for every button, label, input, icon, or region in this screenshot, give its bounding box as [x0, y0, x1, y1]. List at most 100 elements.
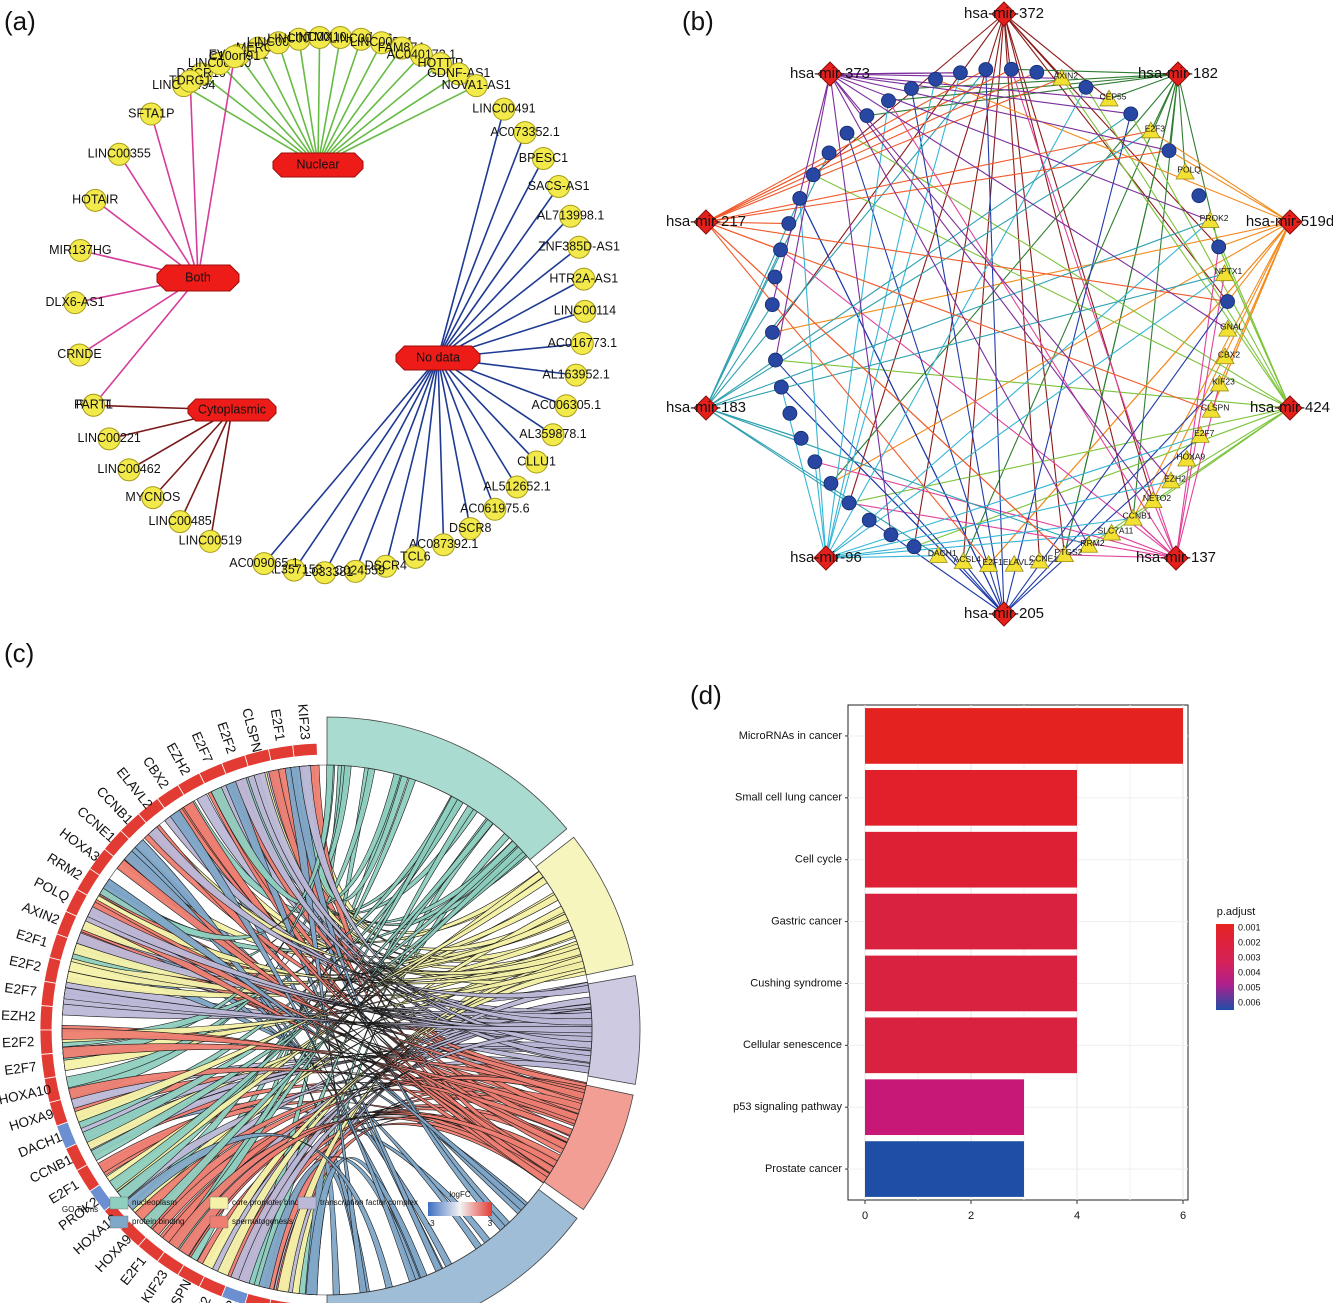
mirna-edge	[1170, 407, 1291, 482]
lncrna-node	[573, 299, 597, 323]
mirna-edge	[825, 555, 939, 559]
mirna-edge	[825, 517, 1134, 559]
gene-label: CCNB1	[1123, 511, 1152, 521]
lncrna-node	[1220, 294, 1235, 309]
category-label: Gastric cancer	[771, 915, 842, 927]
edge-no-data	[263, 357, 439, 565]
edge-nuclear	[317, 47, 403, 166]
lncrna-node	[567, 235, 591, 259]
mirna-label: hsa-mir-217	[666, 213, 746, 230]
logfc-segment	[76, 868, 101, 896]
logfc-segment	[137, 797, 166, 824]
gene-node	[1214, 264, 1235, 282]
gene-label: KIF23	[138, 1267, 171, 1303]
lncrna-node	[904, 81, 919, 96]
gene-label: GNAL	[1220, 322, 1243, 332]
lncrna-label: ZNF385D-AS1	[538, 240, 620, 254]
mirna-node	[1277, 395, 1303, 421]
gene-label: CLSPN	[1201, 403, 1229, 413]
logfc-segment	[177, 1264, 206, 1288]
bar	[865, 955, 1077, 1012]
lncrna-node	[447, 62, 471, 86]
mirna-edge	[1003, 13, 1228, 302]
lncrna-label: DSCR4	[365, 559, 407, 573]
gene-node	[1052, 68, 1072, 86]
lncrna-label: LINC00114	[554, 304, 616, 318]
logfc-segment	[39, 1005, 54, 1031]
lncrna-node	[765, 325, 780, 340]
mirna-edge	[1085, 86, 1291, 409]
lncrna-node	[513, 121, 537, 145]
mirna-edge	[705, 71, 1038, 223]
mirna-node	[991, 601, 1017, 627]
mirna-edge	[1227, 221, 1291, 302]
edge-nuclear	[317, 37, 321, 166]
mirna-edge	[780, 249, 1177, 559]
gene-node	[1004, 554, 1024, 572]
gene-label: NETO2	[1143, 493, 1171, 503]
legend-tick-label: 0.002	[1238, 937, 1261, 947]
lncrna-node	[861, 512, 877, 528]
gene-label: AXIN2	[1053, 71, 1078, 81]
mirna-edge	[705, 304, 773, 409]
lncrna-node	[141, 486, 165, 510]
lncrna-node	[505, 475, 529, 499]
chord-ribbons	[61, 764, 593, 1296]
mirna-label: hsa-mir-205	[964, 605, 1044, 622]
gene-label: POLQ	[1177, 164, 1201, 174]
lncrna-label: AL359878.1	[519, 427, 586, 441]
legend-title: p.adjust	[1217, 906, 1256, 918]
mirna-edge	[1010, 69, 1177, 559]
lncrna-label: AL033381	[296, 565, 353, 579]
legend-label: transcription factor complex	[320, 1198, 418, 1207]
mirna-node	[1163, 545, 1189, 571]
lncrna-node	[1003, 61, 1019, 77]
mirna-edge	[825, 273, 1225, 559]
mirna-edge	[849, 407, 1291, 504]
logfc-segment	[40, 1053, 57, 1080]
mirna-edge	[772, 221, 1291, 333]
logfc-segment	[156, 784, 185, 809]
lncrna-label: CRNDE	[57, 347, 101, 361]
gene-label: E2F2	[8, 953, 43, 974]
mirna-edge	[1003, 435, 1201, 615]
logfc-segment	[221, 754, 249, 775]
gene-label: CBX2	[1218, 349, 1240, 359]
lncrna-node	[564, 363, 588, 387]
gene-node	[1101, 523, 1122, 541]
lncrna-node	[906, 539, 922, 555]
mirna-edge	[1061, 77, 1291, 409]
x-tick-label: 6	[1180, 1210, 1186, 1222]
mirna-label: hsa-mir-96	[790, 549, 862, 566]
legend-label: spermatogenesis	[232, 1217, 293, 1226]
lncrna-node	[572, 267, 596, 291]
mirna-node	[693, 395, 719, 421]
gene-label: ELAVL2	[1003, 557, 1034, 567]
mirna-edge	[705, 221, 990, 566]
lncrna-label: LINC00519	[179, 534, 242, 548]
logfc-segment	[65, 1143, 88, 1172]
gene-label: CLSPN	[239, 707, 265, 754]
bar	[865, 1079, 1024, 1136]
lncrna-label: AC024559	[326, 564, 385, 578]
mirna-edge	[829, 73, 1172, 482]
logfc-segment	[221, 1285, 249, 1303]
logfc-segment	[43, 956, 62, 984]
category-label: Cell cycle	[795, 854, 842, 866]
edge-cytoplasmic	[152, 409, 233, 499]
gene-label: EZH2	[1, 1008, 36, 1024]
gene-label: PTGS2	[1055, 547, 1083, 557]
mirna-edge	[780, 386, 1005, 615]
mirna-edge	[1175, 273, 1226, 559]
mirna-edge	[829, 73, 1154, 502]
mirna-node	[813, 545, 839, 571]
gene-label: PROK2	[1200, 213, 1229, 223]
lncrna-node	[764, 297, 780, 313]
mirna-edge	[705, 221, 789, 225]
gene-node	[1123, 508, 1143, 526]
logfc-segment	[43, 1076, 62, 1104]
lncrna-node	[1078, 79, 1094, 95]
logfc-segment	[103, 830, 130, 858]
edge-no-data	[437, 186, 560, 359]
edge-no-data	[437, 215, 572, 359]
